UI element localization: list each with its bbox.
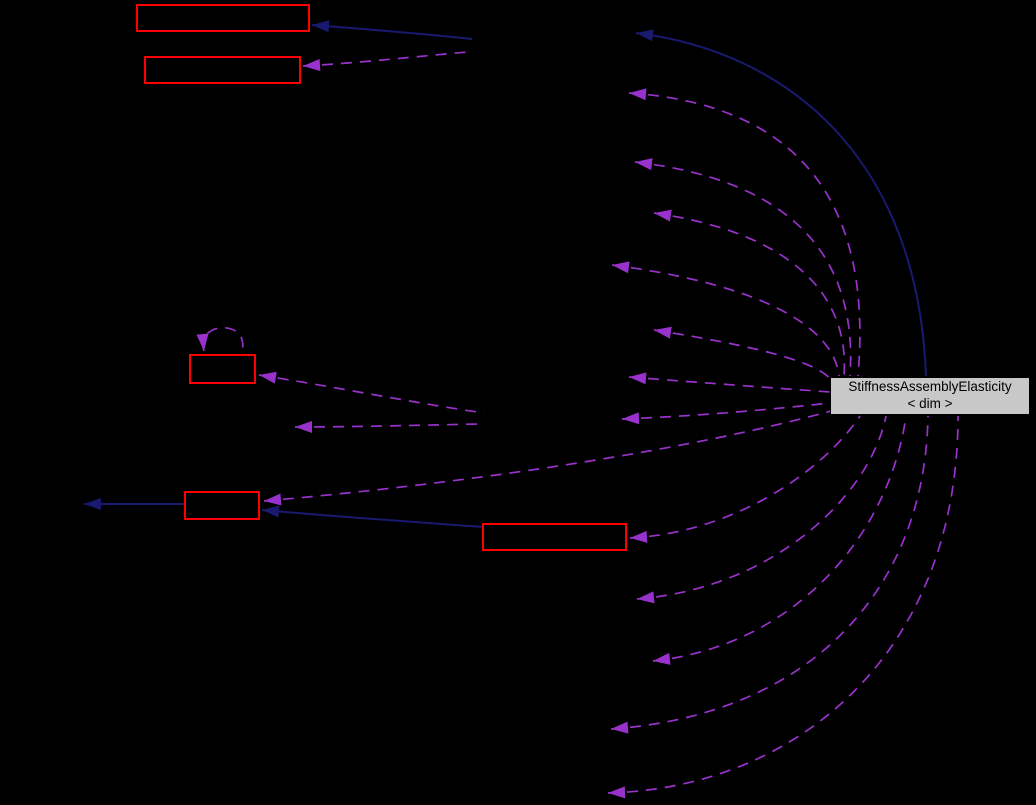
edge-usage-fan-4: [611, 261, 840, 377]
edge-inherit-into-box-top-1-arrowhead-icon: [312, 20, 330, 33]
edge-usage-fan-8-line: [636, 415, 887, 600]
edge-usage-into-box-top-2-line: [302, 51, 469, 67]
edge-usage-main-to-box-left-arrowhead-icon: [264, 493, 282, 506]
edge-usage-fan-1: [628, 88, 861, 377]
edge-usage-fan-9-line: [652, 415, 907, 662]
edge-usage-fan-10-line: [610, 415, 929, 730]
edge-usage-fan-8-arrowhead-icon: [637, 591, 655, 604]
edge-usage-fan-11: [607, 415, 959, 799]
edge-usage-fan-7: [621, 402, 831, 425]
edge-usage-fan-4-line: [611, 264, 840, 377]
edge-usage-fan-6-arrowhead-icon: [629, 372, 647, 385]
edge-usage-main-to-box-left: [263, 410, 832, 506]
edge-inherit-main-top-line: [635, 32, 927, 377]
edge-usage-mid-floating-line: [294, 423, 482, 428]
edge-inherit-into-box-top-1-line: [311, 24, 473, 40]
main-class-template-param: < dim >: [907, 396, 953, 411]
edge-layer: [84, 20, 959, 799]
edge-usage-fan-9: [652, 415, 907, 665]
edge-usage-fan-8: [636, 415, 887, 604]
edge-usage-fan-5: [653, 326, 833, 382]
edge-usage-fan-1-line: [628, 92, 861, 377]
edge-usage-fan-3-arrowhead-icon: [654, 209, 672, 222]
edge-usage-fan-5-arrowhead-icon: [654, 326, 672, 339]
related-class-box-top-2[interactable]: [144, 56, 301, 84]
edge-usage-fan-11-arrowhead-icon: [608, 786, 626, 799]
edge-usage-main-to-box-center: [629, 415, 861, 543]
edge-usage-into-box-top-2: [302, 51, 469, 72]
edge-usage-into-box-top-2-arrowhead-icon: [303, 59, 321, 72]
edge-self-loop-box-selfloop-arrowhead-icon: [196, 333, 209, 351]
edge-usage-into-box-selfloop-arrowhead-icon: [259, 371, 277, 384]
edge-usage-fan-11-line: [607, 415, 959, 794]
edge-inherit-main-top-arrowhead-icon: [636, 29, 654, 42]
edge-usage-mid-floating: [294, 420, 482, 433]
related-class-box-top-1[interactable]: [136, 4, 310, 32]
edge-inherit-main-top: [635, 29, 927, 377]
edge-inherit-into-box-top-1: [311, 20, 473, 40]
edge-usage-fan-7-arrowhead-icon: [622, 412, 640, 425]
edge-usage-fan-9-arrowhead-icon: [653, 652, 671, 665]
edge-usage-fan-5-line: [653, 329, 833, 382]
related-class-box-center[interactable]: [482, 523, 627, 551]
edge-usage-fan-2-arrowhead-icon: [635, 158, 653, 171]
main-class-node[interactable]: StiffnessAssemblyElasticity < dim >: [830, 377, 1030, 415]
edge-usage-fan-10-arrowhead-icon: [611, 721, 629, 734]
edge-inherit-out-of-box-left-arrowhead-icon: [84, 498, 101, 510]
edge-usage-main-to-box-center-arrowhead-icon: [630, 530, 648, 543]
edge-usage-fan-2-line: [634, 161, 852, 377]
edge-usage-main-to-box-left-line: [263, 410, 832, 502]
edge-self-loop-box-selfloop-line: [201, 326, 244, 352]
related-class-box-left[interactable]: [184, 491, 260, 520]
edge-inherit-center-to-left-line: [261, 509, 485, 528]
edge-usage-main-to-box-center-line: [629, 415, 861, 539]
edge-usage-fan-10: [610, 415, 929, 734]
edge-inherit-center-to-left: [261, 505, 485, 528]
edge-usage-fan-3-line: [653, 212, 846, 377]
edge-usage-fan-1-arrowhead-icon: [629, 88, 647, 101]
node-layer: [136, 4, 627, 551]
edge-usage-fan-2: [634, 158, 852, 377]
edge-usage-into-box-selfloop: [258, 371, 485, 414]
main-class-name: StiffnessAssemblyElasticity: [848, 379, 1012, 395]
edge-usage-fan-4-arrowhead-icon: [612, 261, 630, 274]
edge-usage-fan-6-line: [628, 376, 831, 393]
edge-usage-fan-3: [653, 209, 846, 377]
edge-usage-fan-7-line: [621, 402, 831, 420]
edge-self-loop-box-selfloop: [196, 326, 244, 352]
edge-inherit-center-to-left-arrowhead-icon: [262, 505, 280, 518]
edge-inherit-out-of-box-left: [84, 498, 186, 510]
edge-usage-into-box-selfloop-line: [258, 374, 485, 414]
edge-usage-fan-6: [628, 372, 831, 393]
edge-usage-mid-floating-arrowhead-icon: [295, 420, 313, 433]
related-class-box-selfloop[interactable]: [189, 354, 256, 384]
